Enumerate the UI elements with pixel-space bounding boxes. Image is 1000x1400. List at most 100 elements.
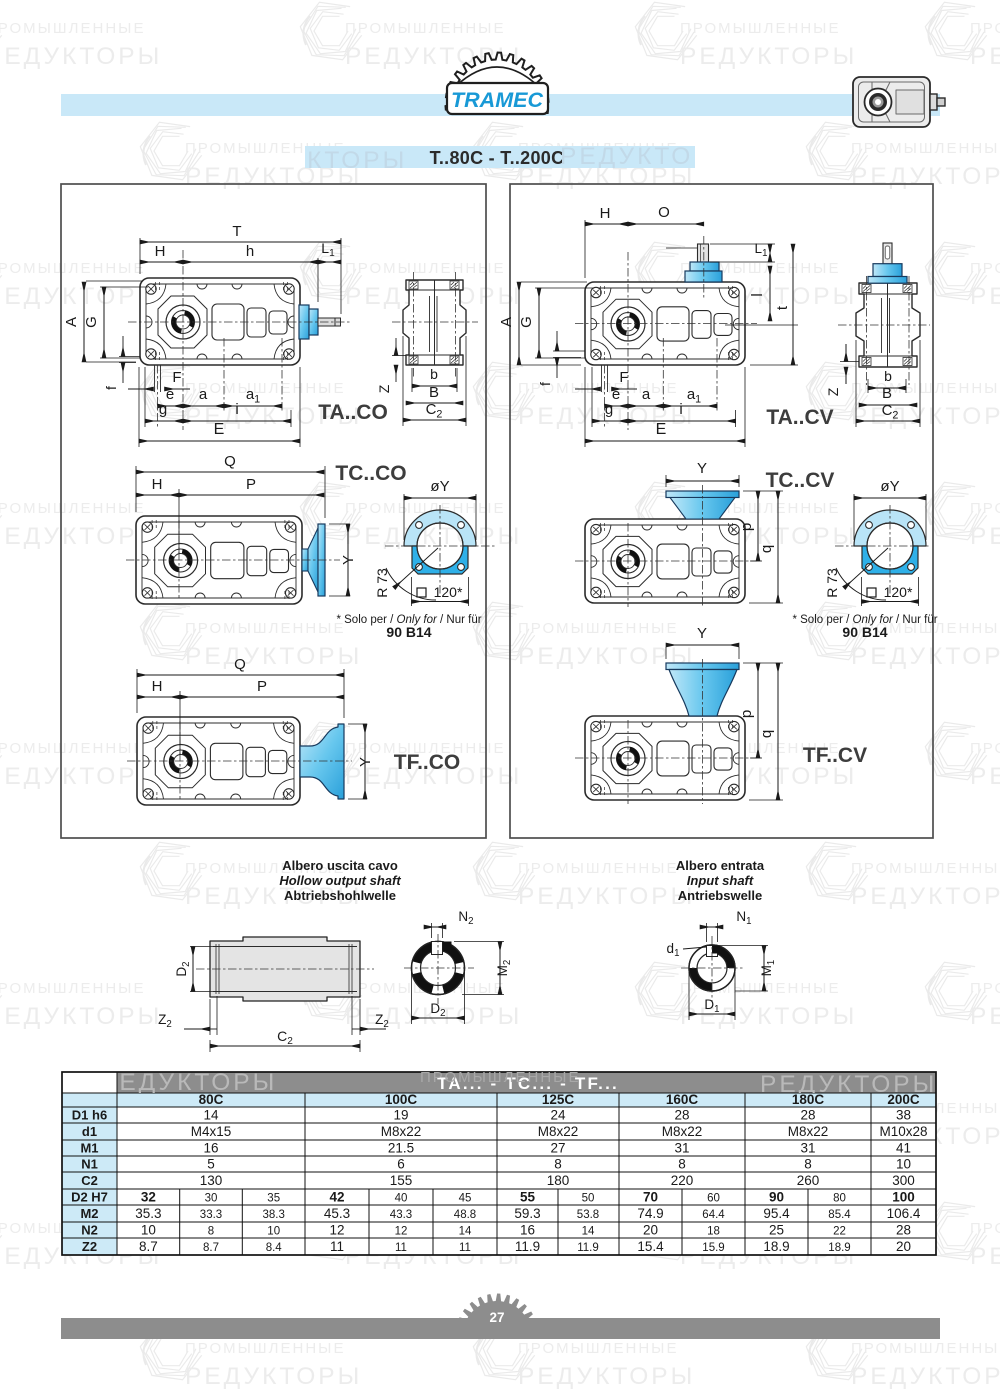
svg-text:M1: M1 xyxy=(759,960,777,977)
svg-text:øY: øY xyxy=(880,478,899,495)
svg-text:43.3: 43.3 xyxy=(390,1209,412,1221)
svg-text:ПРОМЫШЛЕННЫЕ: ПРОМЫШЛЕННЫЕ xyxy=(185,1340,345,1357)
svg-text:TRAMEC: TRAMEC xyxy=(451,88,543,112)
svg-text:TF..CO: TF..CO xyxy=(394,751,461,774)
svg-text:ПРОМЫШЛЕННЫЕ: ПРОМЫШЛЕННЫЕ xyxy=(0,20,145,37)
svg-text:45.3: 45.3 xyxy=(324,1206,350,1221)
svg-text:РЕДУКТОРЫ: РЕДУКТОРЫ xyxy=(851,163,1000,190)
svg-text:H: H xyxy=(152,476,163,493)
svg-text:35.3: 35.3 xyxy=(135,1206,161,1221)
svg-text:180: 180 xyxy=(547,1173,570,1188)
svg-text:M10x28: M10x28 xyxy=(879,1124,927,1139)
svg-text:РЕДУКТОРЫ: РЕДУКТОРЫ xyxy=(970,1243,1000,1270)
svg-text:15.4: 15.4 xyxy=(637,1239,664,1254)
svg-text:M8x22: M8x22 xyxy=(662,1124,703,1139)
svg-text:l: l xyxy=(749,293,766,296)
svg-text:38: 38 xyxy=(896,1108,911,1123)
svg-text:32: 32 xyxy=(141,1190,156,1205)
svg-text:28: 28 xyxy=(896,1223,911,1238)
svg-text:ПРОМЫШЛЕННЫЕ: ПРОМЫШЛЕННЫЕ xyxy=(851,140,1000,157)
svg-text:i: i xyxy=(679,401,682,418)
svg-text:b: b xyxy=(430,366,438,382)
svg-text:f: f xyxy=(537,382,553,386)
svg-text:31: 31 xyxy=(674,1141,689,1156)
svg-text:Z: Z xyxy=(376,384,392,393)
svg-text:A: A xyxy=(63,317,80,327)
svg-text:90: 90 xyxy=(769,1190,784,1205)
svg-text:100C: 100C xyxy=(385,1092,418,1107)
svg-text:ПРОМЫШЛЕННЫЕ: ПРОМЫШЛЕННЫЕ xyxy=(970,500,1000,517)
svg-text:РЕДУКТОРЫ: РЕДУКТОРЫ xyxy=(560,143,737,170)
svg-text:260: 260 xyxy=(797,1173,820,1188)
svg-text:M8x22: M8x22 xyxy=(788,1124,829,1139)
svg-text:90 B14: 90 B14 xyxy=(386,624,431,640)
svg-text:a: a xyxy=(199,386,208,403)
svg-text:РЕДУКТОРЫ: РЕДУКТОРЫ xyxy=(518,643,695,670)
svg-text:80: 80 xyxy=(833,1193,846,1205)
svg-text:90 B14: 90 B14 xyxy=(842,624,887,640)
svg-text:8.4: 8.4 xyxy=(266,1242,283,1254)
svg-text:ПРОМЫШЛЕННЫЕ: ПРОМЫШЛЕННЫЕ xyxy=(345,500,505,517)
svg-text:55: 55 xyxy=(520,1190,536,1205)
svg-text:35: 35 xyxy=(267,1193,280,1205)
svg-text:ПРОМЫШЛЕННЫЕ: ПРОМЫШЛЕННЫЕ xyxy=(518,1340,678,1357)
svg-text:РЕДУКТОРЫ: РЕДУКТОРЫ xyxy=(0,523,162,550)
svg-text:РЕДУКТОРЫ: РЕДУКТОРЫ xyxy=(970,523,1000,550)
svg-text:200C: 200C xyxy=(887,1092,920,1107)
svg-text:t: t xyxy=(774,305,791,310)
svg-text:РЕДУКТОРЫ: РЕДУКТОРЫ xyxy=(345,523,522,550)
svg-text:ПРОМЫШЛЕННЫЕ: ПРОМЫШЛЕННЫЕ xyxy=(851,860,1000,877)
svg-text:* Solo per / Only for / Nur fü: * Solo per / Only for / Nur für xyxy=(336,614,481,626)
svg-text:11: 11 xyxy=(330,1239,344,1254)
svg-text:8: 8 xyxy=(678,1157,686,1172)
svg-text:10: 10 xyxy=(896,1157,911,1172)
svg-text:B: B xyxy=(429,384,439,401)
svg-text:14: 14 xyxy=(203,1108,219,1123)
svg-text:27: 27 xyxy=(550,1141,565,1156)
svg-text:Z: Z xyxy=(825,387,841,396)
svg-text:i: i xyxy=(235,401,238,418)
svg-text:11.9: 11.9 xyxy=(515,1239,540,1254)
svg-text:21.5: 21.5 xyxy=(388,1141,414,1156)
svg-text:155: 155 xyxy=(390,1173,413,1188)
svg-text:g: g xyxy=(605,401,613,418)
svg-text:TA... - TC... - TF...: TA... - TC... - TF... xyxy=(437,1074,619,1093)
svg-text:РЕДУКТОРЫ: РЕДУКТОРЫ xyxy=(851,883,1000,910)
svg-text:ПРОМЫШЛЕННЫЕ: ПРОМЫШЛЕННЫЕ xyxy=(970,20,1000,37)
svg-text:РЕДУКТОРЫ: РЕДУКТОРЫ xyxy=(100,1069,277,1096)
svg-text:28: 28 xyxy=(800,1108,815,1123)
svg-text:ПРОМЫШЛЕННЫЕ: ПРОМЫШЛЕННЫЕ xyxy=(518,860,678,877)
svg-text:8: 8 xyxy=(804,1157,812,1172)
svg-text:Input shaft: Input shaft xyxy=(687,873,754,888)
svg-text:20: 20 xyxy=(643,1223,658,1238)
svg-text:M8x22: M8x22 xyxy=(538,1124,579,1139)
svg-text:p: p xyxy=(738,523,755,531)
svg-text:Hollow output shaft: Hollow output shaft xyxy=(279,873,401,888)
svg-text:M8x22: M8x22 xyxy=(381,1124,422,1139)
svg-text:ПРОМЫШЛЕННЫЕ: ПРОМЫШЛЕННЫЕ xyxy=(0,260,145,277)
svg-text:45: 45 xyxy=(459,1193,472,1205)
svg-text:F: F xyxy=(619,369,628,386)
svg-text:РЕДУКТОРЫ: РЕДУКТОРЫ xyxy=(851,643,1000,670)
svg-text:25: 25 xyxy=(769,1223,784,1238)
svg-text:70: 70 xyxy=(643,1190,658,1205)
svg-text:8: 8 xyxy=(208,1226,214,1238)
svg-text:TC..CV: TC..CV xyxy=(766,469,835,492)
svg-text:130: 130 xyxy=(200,1173,223,1188)
svg-text:d1: d1 xyxy=(82,1124,97,1139)
svg-text:42: 42 xyxy=(329,1190,344,1205)
svg-text:12: 12 xyxy=(395,1226,408,1238)
svg-text:ПРОМЫШЛЕННЫЕ: ПРОМЫШЛЕННЫЕ xyxy=(0,980,145,997)
svg-text:C2: C2 xyxy=(81,1173,98,1188)
svg-text:* Solo per / Only for / Nur fü: * Solo per / Only for / Nur für xyxy=(792,614,937,626)
svg-text:Antriebswelle: Antriebswelle xyxy=(678,888,763,903)
svg-text:O: O xyxy=(658,204,670,221)
svg-text:H: H xyxy=(152,678,163,695)
svg-text:160C: 160C xyxy=(666,1092,699,1107)
svg-text:ПРОМЫШЛЕННЫЕ: ПРОМЫШЛЕННЫЕ xyxy=(518,620,678,637)
svg-text:a: a xyxy=(642,386,651,403)
svg-text:РЕДУКТОРЫ: РЕДУКТОРЫ xyxy=(680,1003,857,1030)
svg-text:M1: M1 xyxy=(80,1141,98,1156)
svg-text:Z2: Z2 xyxy=(82,1239,97,1254)
svg-text:12: 12 xyxy=(329,1223,344,1238)
